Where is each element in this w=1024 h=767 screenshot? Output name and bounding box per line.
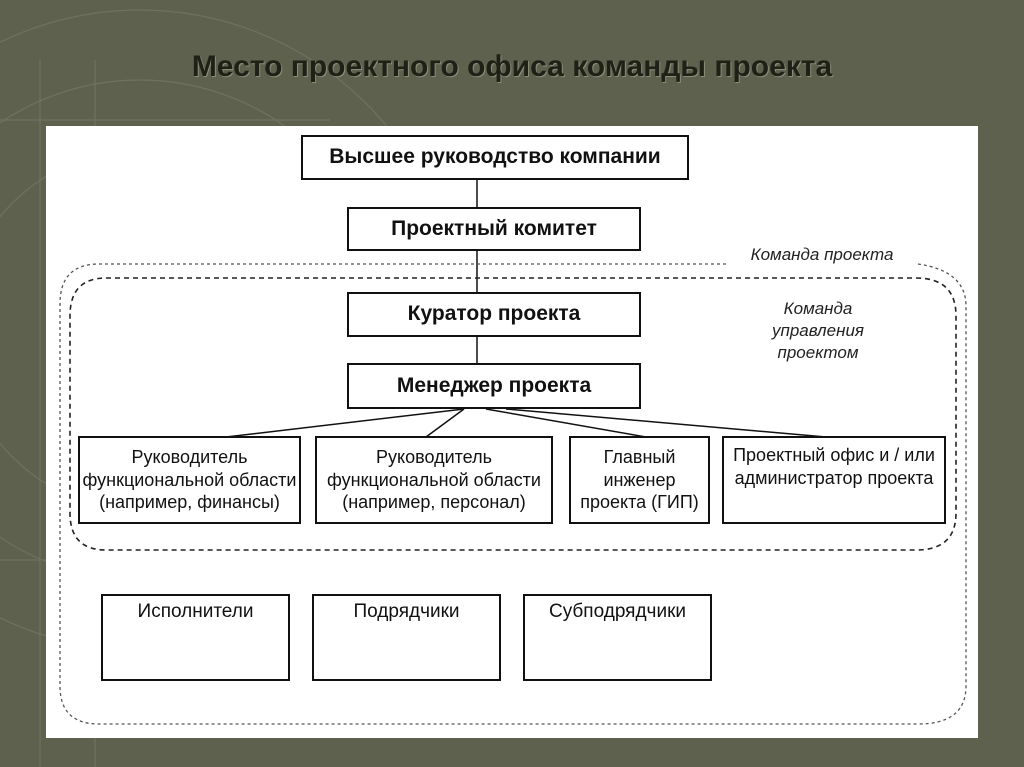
project-team-border <box>59 263 967 725</box>
chief-engineer-box: Главный инженер проекта (ГИП) <box>569 436 710 524</box>
project-team-label: Команда проекта <box>734 244 910 267</box>
project-office-box: Проектный офис и / или администратор про… <box>722 436 946 524</box>
diagram-panel: Высшее руководство компании Проектный ко… <box>46 126 978 738</box>
slide-title: Место проектного офиса команды проекта <box>191 50 833 83</box>
connector-manager-personnel <box>425 408 465 438</box>
diagram-connectors <box>59 179 967 725</box>
subcontractors-box: Субподрядчики <box>523 594 712 681</box>
top-management-box: Высшее руководство компании <box>301 135 689 180</box>
project-manager-box: Менеджер проекта <box>347 363 641 409</box>
functional-head-finance-box: Руководитель функциональной области (нап… <box>78 436 301 524</box>
contractors-box: Подрядчики <box>312 594 501 681</box>
project-committee-box: Проектный комитет <box>347 207 641 251</box>
management-team-label: Команда управления проектом <box>771 299 864 363</box>
executors-box: Исполнители <box>101 594 290 681</box>
project-curator-box: Куратор проекта <box>347 292 641 337</box>
connector-manager-finance <box>225 408 465 438</box>
connector-manager-office <box>505 408 827 438</box>
functional-head-personnel-box: Руководитель функциональной области (нап… <box>315 436 553 524</box>
connector-manager-engineer <box>485 408 647 438</box>
